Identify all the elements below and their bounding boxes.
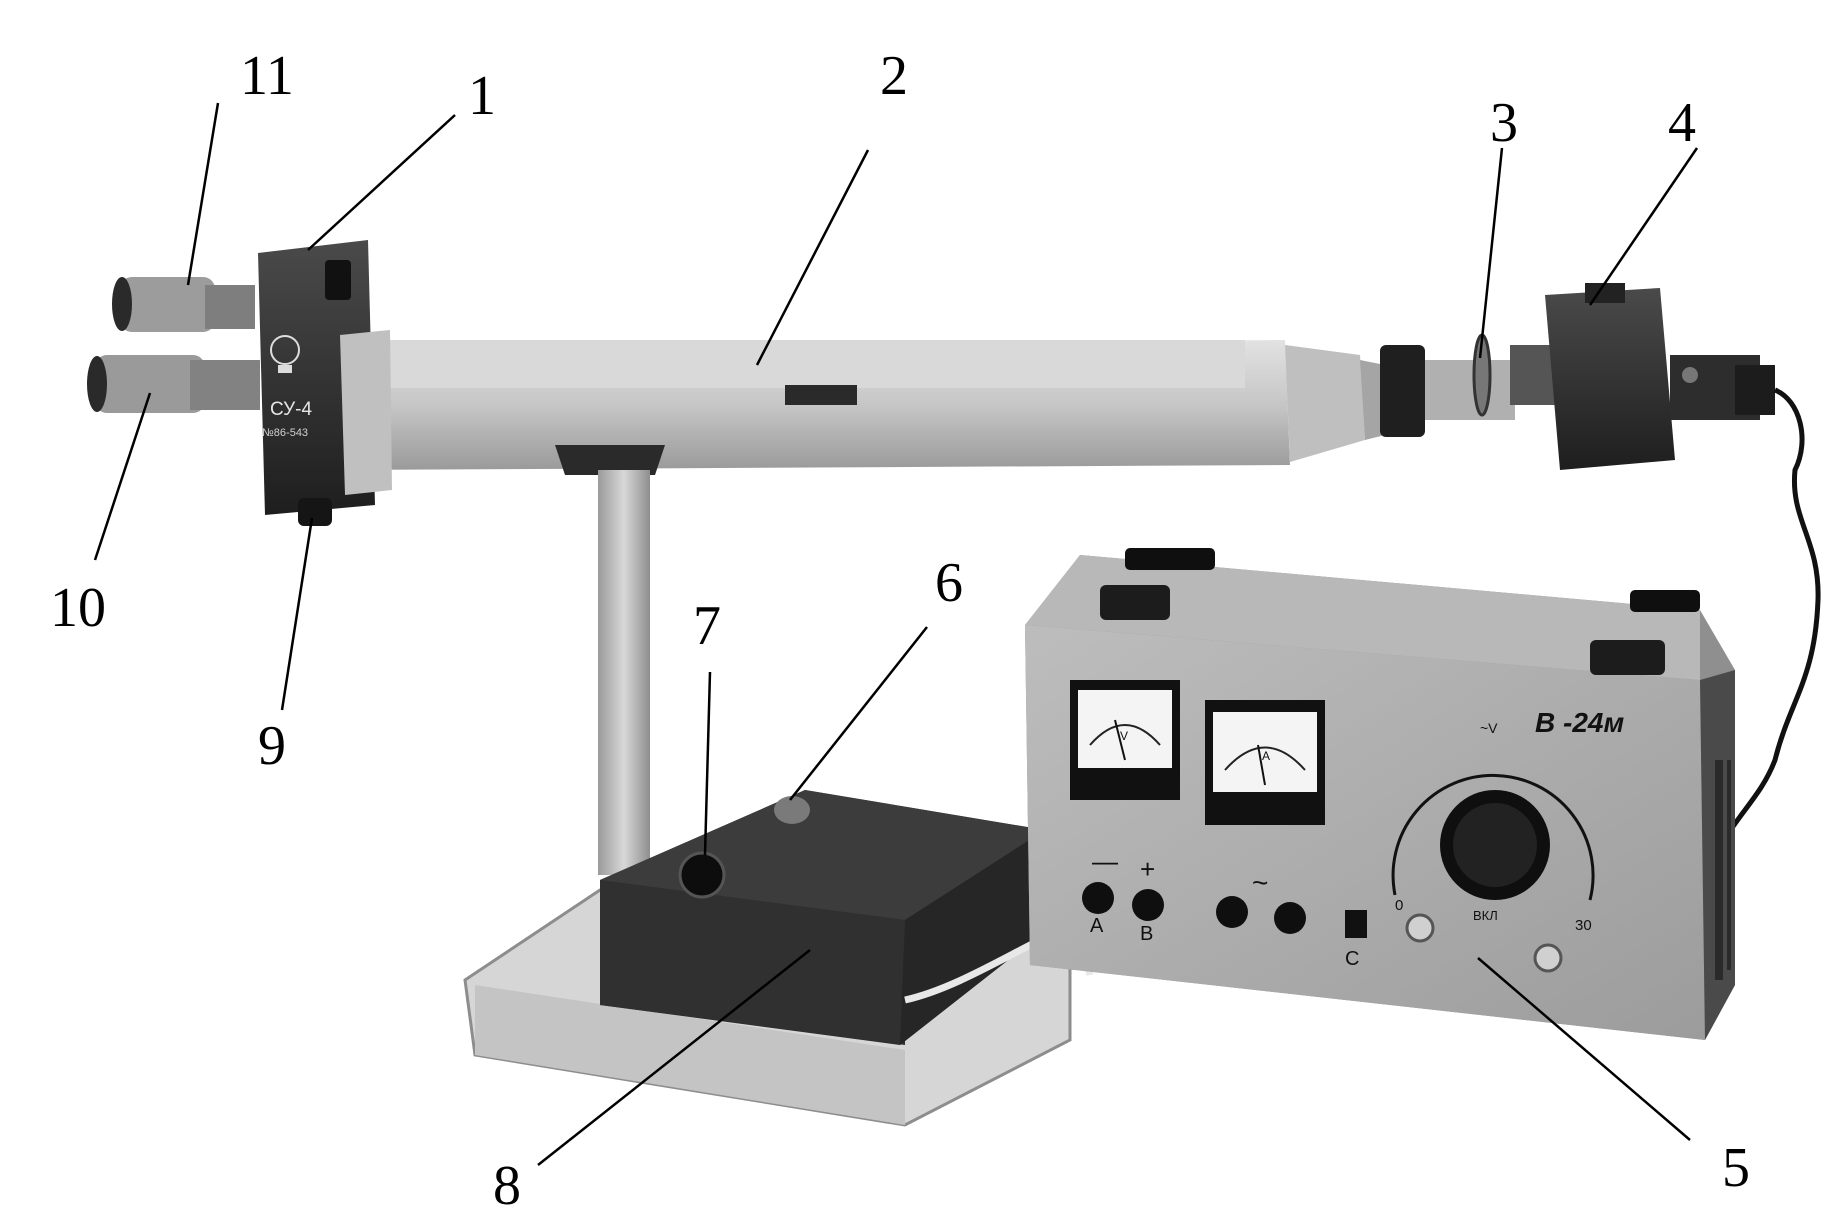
leader-lines <box>93 102 1699 1166</box>
controller-box <box>600 790 1094 1045</box>
voltmeter-unit: V <box>1120 729 1128 743</box>
ammeter-unit: A <box>1262 749 1270 763</box>
dial-max-label: 30 <box>1575 917 1592 934</box>
terminal-c-label: C <box>1345 948 1359 970</box>
spectrometer-model-label: СУ-4 <box>270 399 312 420</box>
power-supply: V A В -24м ~V 0 30 ВКЛ — + ~ <box>1025 548 1735 1040</box>
callout-9: 9 <box>258 715 286 777</box>
dial-min-label: 0 <box>1395 897 1403 914</box>
dial-on-label: ВКЛ <box>1473 908 1498 923</box>
lamp-housing <box>1510 283 1775 470</box>
callout-10: 10 <box>50 577 106 639</box>
voltage-dial: ~V 0 30 ВКЛ <box>1391 720 1595 934</box>
callout-11: 11 <box>240 45 294 107</box>
control-knob <box>678 851 726 899</box>
terminal-ac-label: ~ <box>1252 867 1268 898</box>
eyepiece-upper <box>112 277 255 332</box>
terminals: — + ~ A B C <box>1082 846 1563 973</box>
callout-3: 3 <box>1490 92 1518 154</box>
spectrometer-tube <box>340 340 1385 470</box>
ammeter: A <box>1205 700 1325 825</box>
dial-top-label: ~V <box>1480 720 1498 736</box>
slit-collar <box>1380 333 1515 437</box>
indicator-lamp <box>774 796 810 824</box>
power-cable <box>1712 387 1821 861</box>
callout-7: 7 <box>693 595 721 657</box>
eyepiece-lower <box>87 355 260 413</box>
callout-8: 8 <box>493 1155 521 1217</box>
terminal-b-label: B <box>1140 923 1153 945</box>
terminal-a-label: A <box>1090 915 1104 937</box>
power-supply-model: В -24м <box>1535 707 1624 738</box>
callout-6: 6 <box>935 552 963 614</box>
wavelength-drum <box>298 498 332 526</box>
eyepiece-head: СУ-4 №86-543 <box>258 240 392 526</box>
callout-1: 1 <box>468 65 496 127</box>
callout-5: 5 <box>1722 1137 1750 1199</box>
callout-2: 2 <box>880 45 908 107</box>
terminal-minus-label: — <box>1092 846 1118 876</box>
spectrometer-serial-label: №86-543 <box>262 427 308 439</box>
callout-4: 4 <box>1668 92 1696 154</box>
terminal-plus-label: + <box>1140 854 1155 884</box>
star-emblem-icon <box>270 335 300 365</box>
voltmeter: V <box>1070 680 1180 800</box>
stand-post <box>555 445 665 875</box>
